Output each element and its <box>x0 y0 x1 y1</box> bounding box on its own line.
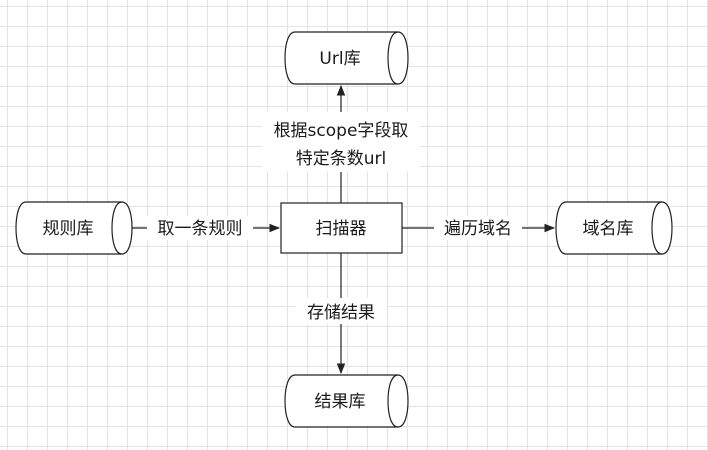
results-db-node: 结果库 <box>284 374 409 428</box>
scanner-node: 扫描器 <box>280 202 403 254</box>
edge-scanner-to-results: 存储结果 <box>295 253 387 375</box>
scanner-label: 扫描器 <box>316 219 367 239</box>
domain-db-node: 域名库 <box>555 201 673 255</box>
url-db-label: Url库 <box>319 49 360 69</box>
edge-label-to-url-line2: 特定条数url <box>296 149 387 169</box>
rules-db-label: 规则库 <box>43 219 94 239</box>
url-db-node: Url库 <box>284 31 409 85</box>
edge-scanner-to-url: 根据scope字段取 特定条数url <box>262 84 420 203</box>
edge-label-to-domain: 遍历域名 <box>444 219 512 239</box>
edge-rules-to-scanner: 取一条规则 <box>132 216 281 240</box>
edge-label-from-rules: 取一条规则 <box>158 219 243 239</box>
rules-db-node: 规则库 <box>15 201 133 255</box>
domain-db-label: 域名库 <box>583 219 634 239</box>
edge-label-to-url-line1: 根据scope字段取 <box>274 121 409 141</box>
edge-label-to-results: 存储结果 <box>307 303 375 323</box>
results-db-label: 结果库 <box>315 392 366 412</box>
edge-scanner-to-domain: 遍历域名 <box>402 216 556 240</box>
